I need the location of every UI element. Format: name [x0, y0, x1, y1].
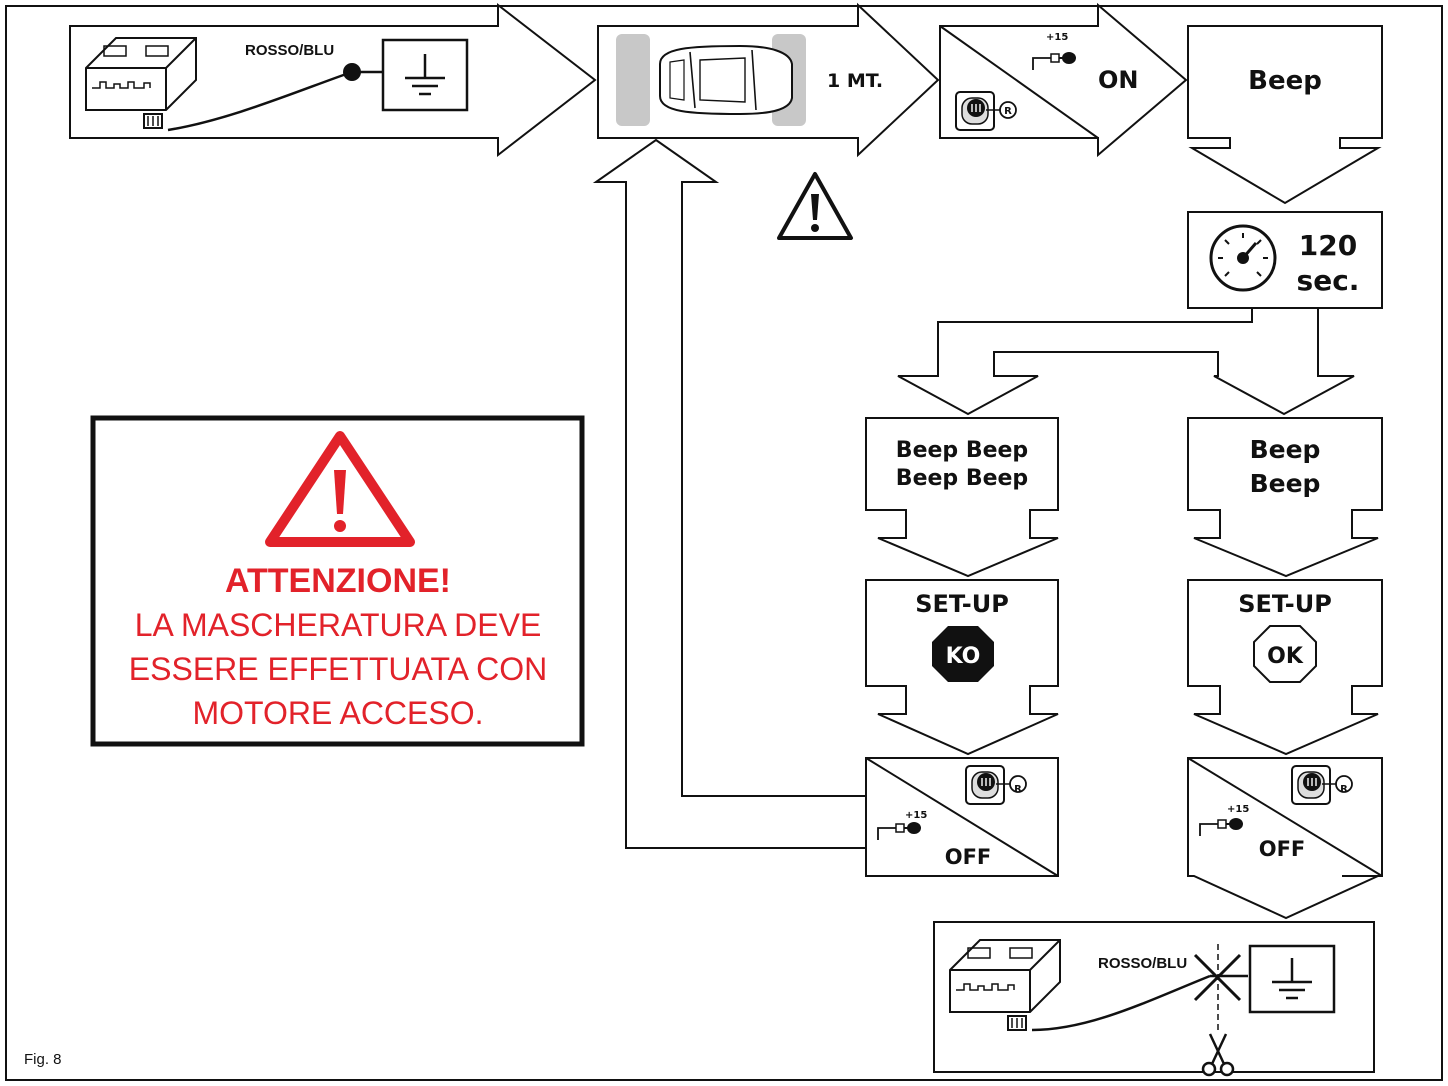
wire-cut	[1031, 974, 1211, 1032]
figure-frame	[5, 5, 1443, 1081]
setup-ko-badge: KO	[946, 644, 981, 669]
wire-connect	[167, 70, 353, 132]
timer-unit: sec.	[1297, 264, 1360, 297]
off-left-gear: R	[1014, 784, 1022, 795]
return-arrow	[592, 138, 867, 849]
beep-single-label: Beep	[1248, 66, 1322, 96]
stopwatch-icon	[1209, 224, 1277, 292]
beep-two-line1: Beep	[1250, 435, 1321, 464]
branch-split-arrow	[897, 307, 1355, 416]
cut-mark-icon	[1193, 944, 1242, 1030]
wire-label-connect: ROSSO/BLU	[245, 42, 334, 59]
setup-ko-title: SET-UP	[915, 590, 1009, 618]
step-two-beeps-arrow	[1187, 417, 1383, 578]
off-right-key: +15	[1227, 804, 1249, 815]
step-ignition-on-arrow	[939, 2, 1188, 158]
scissors-icon	[1201, 1033, 1235, 1077]
figure-label: Fig. 8	[24, 1051, 62, 1068]
setup-ok-badge: OK	[1267, 644, 1304, 669]
warning-line3: MOTORE ACCESO.	[192, 695, 483, 731]
off-right-gear: R	[1340, 784, 1348, 795]
beep-four-line2: Beep Beep	[896, 466, 1028, 491]
wire-label-cut: ROSSO/BLU	[1098, 955, 1187, 972]
diagonal-divider	[939, 25, 1099, 139]
step-four-beeps-arrow	[865, 417, 1059, 578]
reverse-label: R	[1004, 106, 1012, 117]
ground-box	[381, 38, 469, 112]
wire-terminal-dot	[343, 63, 361, 81]
off-left-key: +15	[905, 810, 927, 821]
beep-two-line2: Beep	[1250, 469, 1321, 498]
off-right-arrow	[1187, 757, 1383, 920]
step-beep-arrow	[1187, 25, 1383, 205]
warning-triangle-red-icon	[265, 431, 415, 547]
warning-triangle-icon	[777, 172, 853, 240]
warning-title: ATTENZIONE!	[225, 562, 451, 600]
beep-four-line1: Beep Beep	[896, 438, 1028, 463]
car-top-view-icon	[616, 34, 806, 126]
ignition-on-label: ON	[1098, 66, 1139, 94]
off-right-label: OFF	[1259, 837, 1306, 861]
warning-line1: LA MASCHERATURA DEVE	[135, 607, 542, 643]
warning-line2: ESSERE EFFETTUATA CON	[129, 651, 547, 687]
timer-value: 120	[1299, 229, 1357, 262]
key-position-label: +15	[1046, 32, 1068, 43]
setup-ok-badge-shape	[1253, 625, 1317, 683]
off-left-label: OFF	[945, 845, 992, 869]
setup-ok-title: SET-UP	[1238, 590, 1332, 618]
setup-ko-badge-shape	[932, 626, 994, 682]
distance-label: 1 MT.	[827, 70, 883, 92]
